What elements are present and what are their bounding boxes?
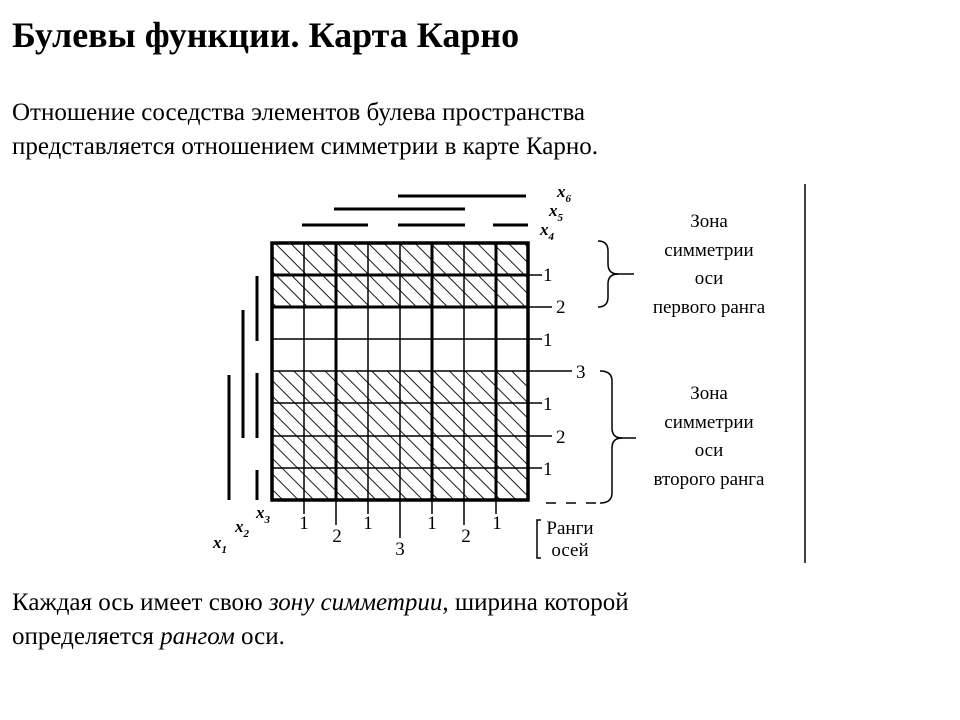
zone2-brace — [599, 370, 636, 504]
row-axis-ticks — [528, 274, 572, 469]
outro-line-2: определяется рангом оси. — [12, 623, 285, 650]
axis-ranks-brace — [536, 519, 541, 559]
column-rank-label: 3 — [395, 539, 405, 560]
zone1-brace — [597, 240, 634, 308]
column-axis-ticks — [303, 500, 497, 538]
outro-paragraph: Каждая ось имеет свою зону симметрии, ши… — [12, 586, 952, 654]
row-rank-label: 1 — [543, 330, 553, 351]
column-rank-label: 2 — [332, 526, 342, 547]
svg-text:симметрии: симметрии — [664, 240, 753, 261]
variable-x4-label: x4 — [539, 220, 555, 243]
svg-text:оси: оси — [695, 268, 724, 289]
page-title: Булевы функции. Карта Карно — [12, 15, 520, 55]
left-variable-bars — [227, 276, 259, 500]
variable-x5-label: x5 — [548, 201, 564, 224]
svg-text:Зона: Зона — [690, 383, 728, 404]
row-rank-label: 1 — [543, 265, 553, 286]
intro-line-1: Отношение соседства элементов булева про… — [12, 99, 586, 126]
zone1-caption: Зона симметрии оси первого ранга — [653, 211, 766, 318]
svg-text:оси: оси — [695, 440, 724, 461]
svg-text:Ранги: Ранги — [546, 518, 593, 539]
column-rank-label: 1 — [363, 513, 373, 534]
row-rank-label: 2 — [556, 427, 566, 448]
outro-line-1: Каждая ось имеет свою зону симметрии, ши… — [12, 589, 629, 616]
column-rank-label: 1 — [492, 513, 502, 534]
svg-text:второго ранга: второго ранга — [654, 469, 766, 490]
svg-text:симметрии: симметрии — [664, 412, 753, 433]
emphasis-rank: рангом — [160, 623, 235, 650]
row-rank-label: 1 — [543, 394, 553, 415]
variable-x2-label: x2 — [234, 517, 250, 540]
row-rank-label: 2 — [556, 297, 566, 318]
svg-text:первого ранга: первого ранга — [653, 297, 766, 318]
column-rank-label: 2 — [461, 526, 471, 547]
intro-paragraph: Отношение соседства элементов булева про… — [12, 96, 952, 164]
column-rank-label: 1 — [427, 513, 437, 534]
intro-line-2: представляется отношением симметрии в ка… — [12, 133, 599, 160]
emphasis-symmetry-zone: зону симметрии — [268, 589, 443, 616]
column-rank-label: 1 — [299, 513, 309, 534]
zone2-caption: Зона симметрии оси второго ранга — [654, 383, 766, 490]
row-rank-labels: 1 2 1 3 1 2 1 — [543, 265, 586, 480]
variable-x6-label: x6 — [556, 182, 572, 205]
variable-x3-label: x3 — [255, 503, 271, 526]
row-rank-label: 3 — [576, 362, 586, 383]
variable-x1-label: x1 — [212, 533, 227, 556]
svg-text:осей: осей — [551, 540, 588, 561]
row-rank-label: 1 — [543, 459, 553, 480]
top-variable-bars — [302, 194, 528, 227]
svg-text:Зона: Зона — [690, 211, 728, 232]
axis-ranks-caption: Ранги осей — [546, 518, 593, 561]
column-rank-labels: 1 2 1 3 1 2 1 — [299, 513, 502, 560]
